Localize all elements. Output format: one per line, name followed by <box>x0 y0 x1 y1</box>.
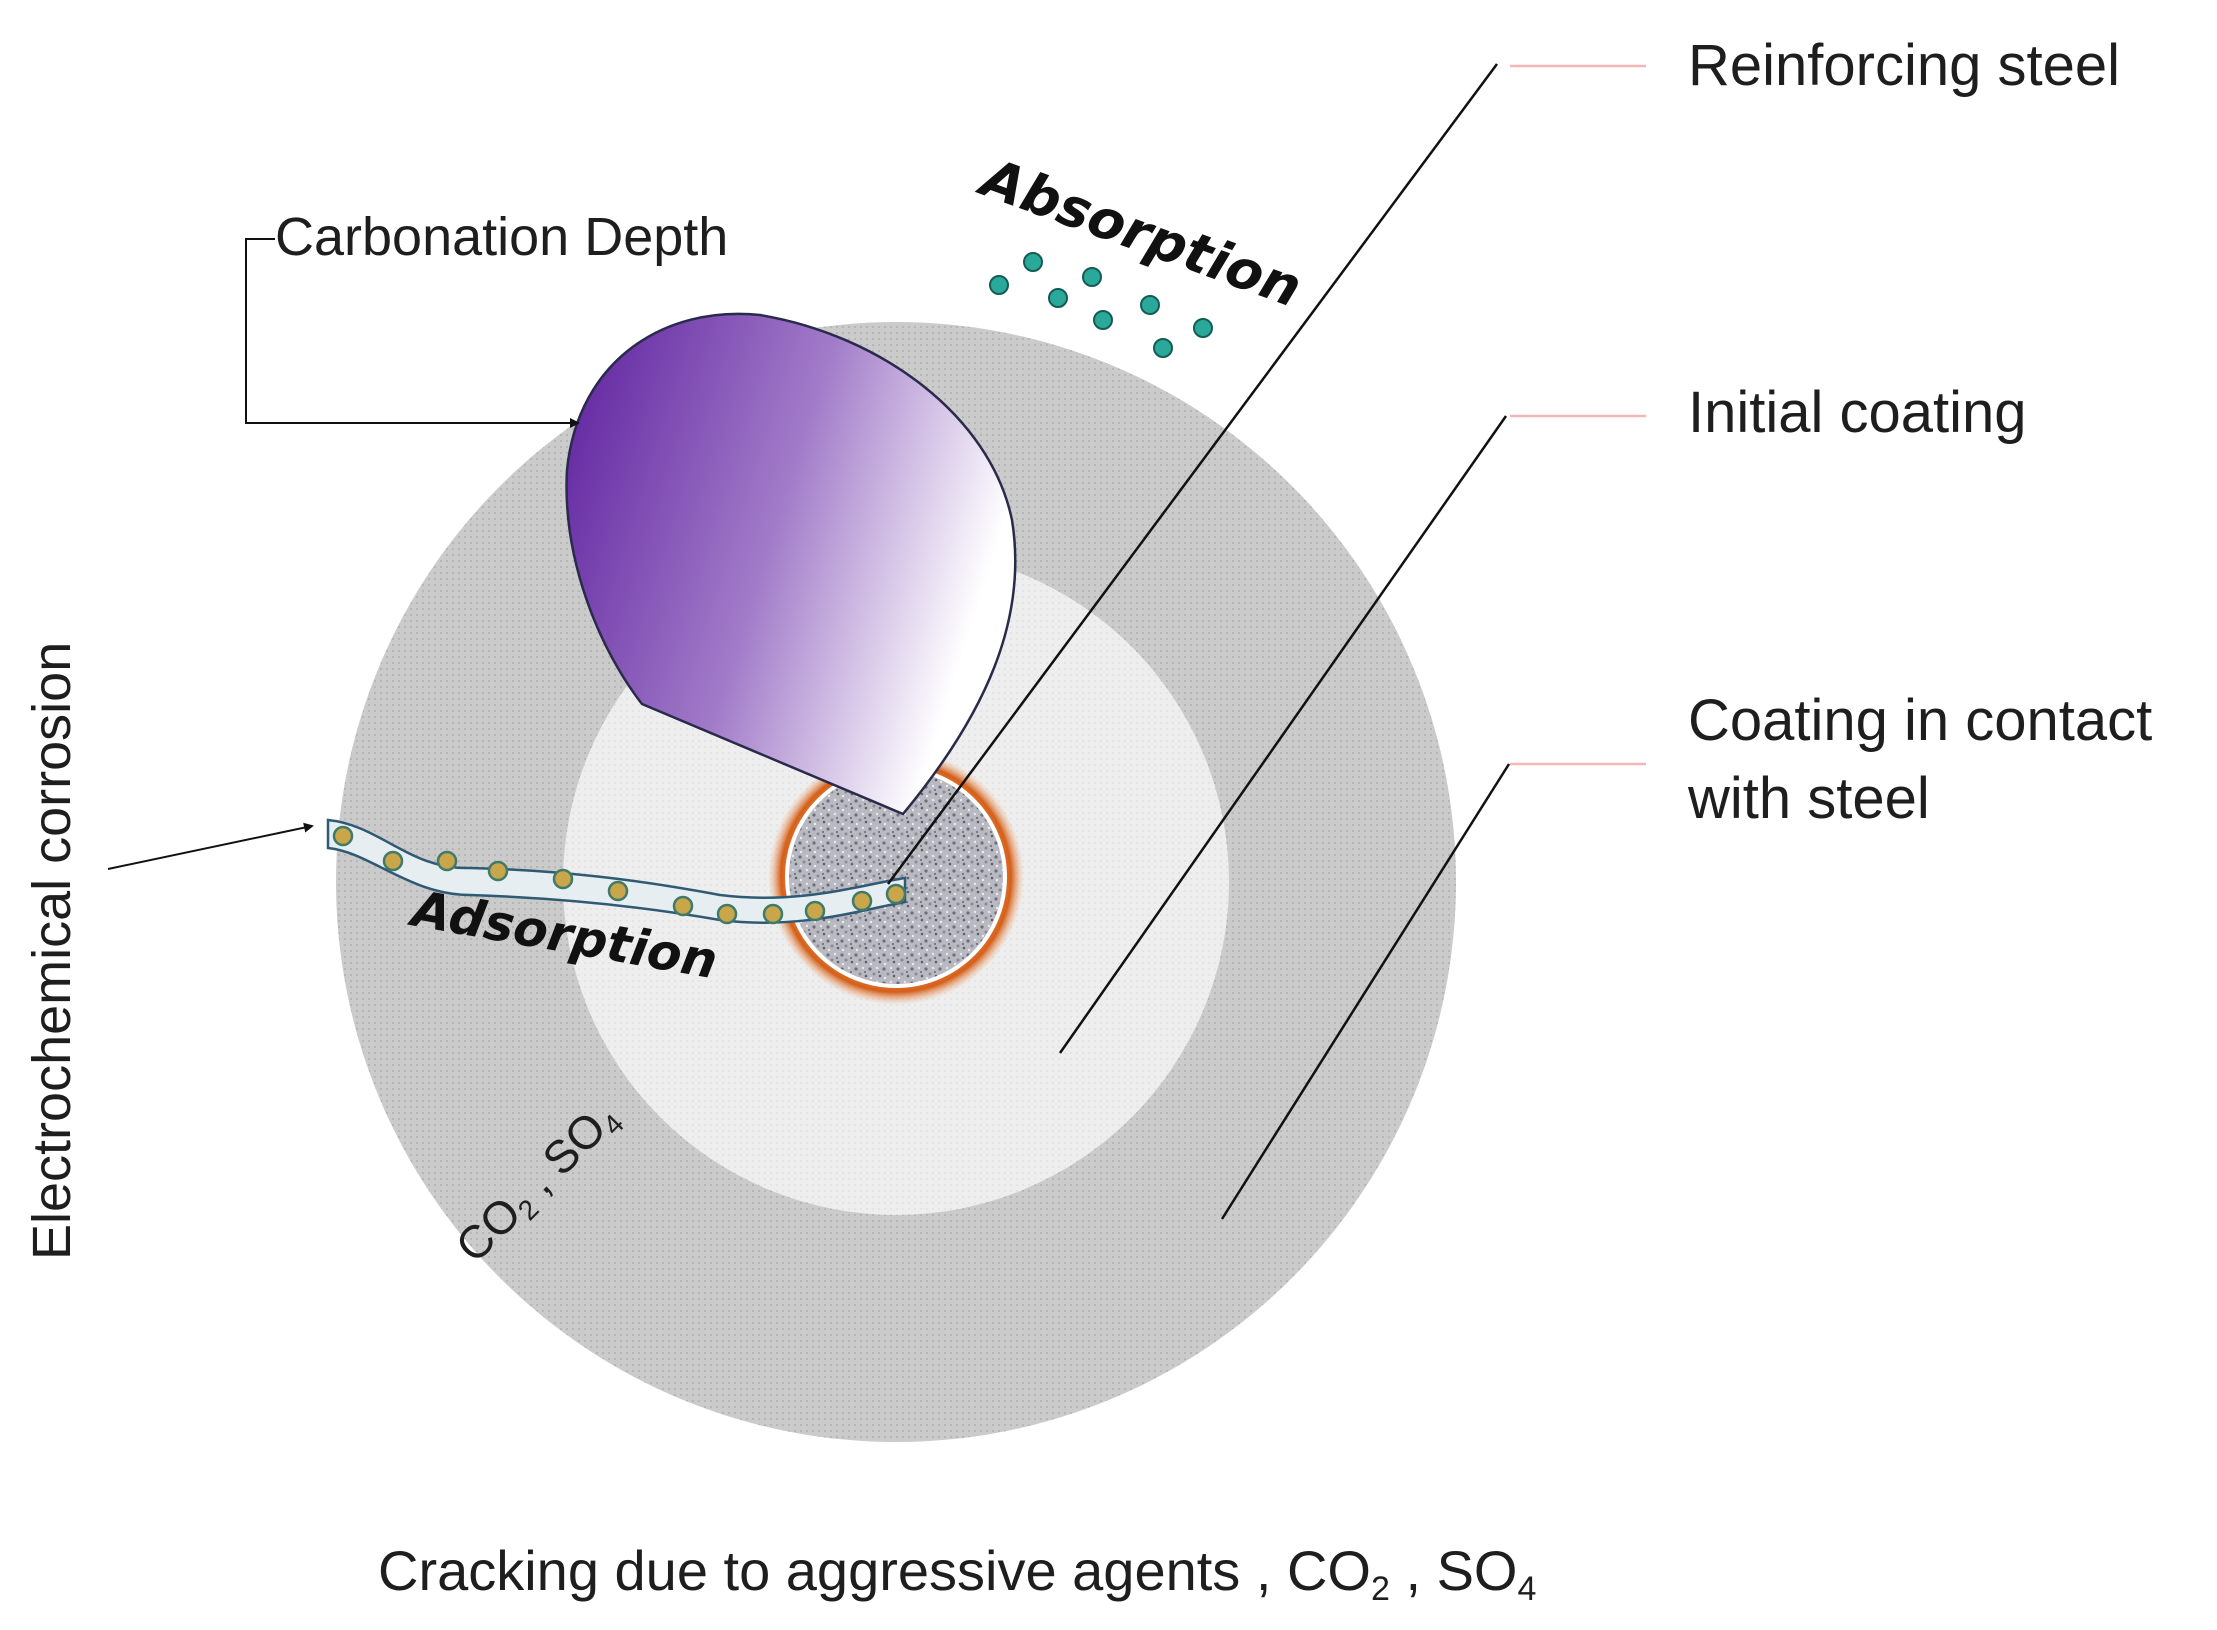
carbonation-arrow <box>245 238 580 428</box>
absorption-particles <box>989 252 1213 358</box>
adsorption-particle <box>332 825 354 847</box>
leader-line-coating-contact <box>1220 763 1511 1220</box>
electrochemical-corrosion-label: Electrochemical corrosion <box>22 642 82 1260</box>
absorption-particle <box>1193 318 1213 338</box>
cracking-caption: Cracking due to aggressive agents , CO2 … <box>378 1539 1536 1608</box>
adsorption-particle <box>762 903 784 925</box>
absorption-particle <box>1093 310 1113 330</box>
adsorption-particle <box>804 900 826 922</box>
absorption-particle <box>1082 267 1102 287</box>
coating-contact-label-line1: Coating in contact <box>1688 688 2152 753</box>
carbonation-depth-label: Carbonation Depth <box>275 207 728 267</box>
adsorption-particle <box>672 895 694 917</box>
absorption-particle <box>989 275 1009 295</box>
absorption-label: Absorption <box>970 145 1310 320</box>
adsorption-particle <box>436 850 458 872</box>
coating-contact-label-line2: with steel <box>1687 766 1930 831</box>
leader-line-initial-coating <box>1058 415 1508 1054</box>
adsorption-particle <box>552 868 574 890</box>
adsorption-particle <box>885 883 907 905</box>
adsorption-channel <box>326 818 907 924</box>
adsorption-particle <box>487 860 509 882</box>
carbonation-drop <box>565 312 1017 816</box>
adsorption-particle <box>716 903 738 925</box>
initial-coating-label: Initial coating <box>1688 380 2027 445</box>
adsorption-particle <box>382 850 404 872</box>
absorption-particle <box>1153 338 1173 358</box>
adsorption-particles <box>332 825 907 925</box>
absorption-particle <box>1048 288 1068 308</box>
reinforcing-steel-label: Reinforcing steel <box>1688 33 2120 98</box>
leader-line-reinforcing-steel <box>886 63 1499 885</box>
absorption-particle <box>1023 252 1043 272</box>
corrosion-arrow <box>107 822 314 870</box>
adsorption-particle <box>851 890 873 912</box>
adsorption-particle <box>607 880 629 902</box>
absorption-particle <box>1140 295 1160 315</box>
